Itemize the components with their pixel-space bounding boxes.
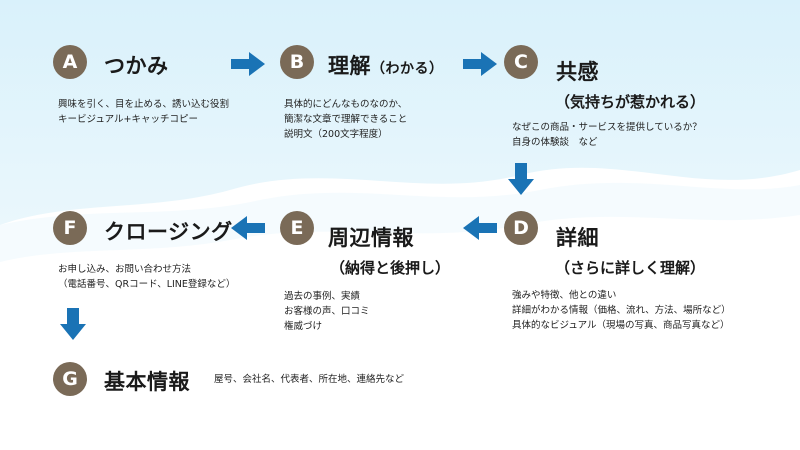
step-e-badge: E bbox=[280, 211, 314, 245]
arrow-down-icon bbox=[60, 308, 86, 340]
step-c-description-line: なぜこの商品・サービスを提供しているか？ bbox=[512, 122, 702, 133]
step-e-description-line: 権威づけ bbox=[284, 321, 323, 332]
step-e-description-line: 過去の事例、実績 bbox=[284, 291, 361, 302]
step-b-title: 理解（わかる） bbox=[328, 50, 444, 80]
step-e-title: 周辺情報 bbox=[328, 226, 414, 250]
step-a-description-line: キービジュアル+キャッチコピー bbox=[58, 114, 199, 125]
arrow-left-icon bbox=[463, 216, 497, 240]
step-b-title-main: 理解 bbox=[328, 54, 371, 78]
step-a-badge: A bbox=[53, 45, 87, 79]
arrow-down-icon bbox=[508, 163, 534, 195]
arrow-right-icon bbox=[231, 52, 265, 76]
step-a-description-line: 興味を引く、目を止める、誘い込む役割 bbox=[58, 99, 230, 110]
step-e-description-line: お客様の声、口コミ bbox=[284, 306, 370, 317]
step-d-title: 詳細 bbox=[556, 226, 599, 250]
step-b-description-line: 説明文（200文字程度） bbox=[284, 129, 388, 140]
step-d-description: 強みや特徴、他との違い 詳細がわかる情報（価格、流れ、方法、場所など） 具体的な… bbox=[512, 288, 731, 333]
step-f-description-line: （電話番号、QRコード、LINE登録など） bbox=[58, 279, 236, 290]
step-g-description: 屋号、会社名、代表者、所在地、連絡先など bbox=[214, 372, 404, 387]
step-b-badge: B bbox=[280, 45, 314, 79]
step-f-badge: F bbox=[53, 211, 87, 245]
step-g-badge: G bbox=[53, 362, 87, 396]
step-b-description: 具体的にどんなものなのか、 簡潔な文章で理解できること 説明文（200文字程度） bbox=[284, 97, 407, 142]
step-e-subtitle: （納得と後押し） bbox=[330, 259, 451, 277]
step-d-description-line: 強みや特徴、他との違い bbox=[512, 290, 617, 301]
step-c-subtitle: （気持ちが惹かれる） bbox=[555, 93, 706, 111]
step-d-description-line: 詳細がわかる情報（価格、流れ、方法、場所など） bbox=[512, 305, 731, 316]
step-g-description-line: 屋号、会社名、代表者、所在地、連絡先など bbox=[214, 374, 405, 385]
step-c-description: なぜこの商品・サービスを提供しているか？ 自身の体験談 など bbox=[512, 120, 702, 150]
step-f-description: お申し込み、お問い合わせ方法 （電話番号、QRコード、LINE登録など） bbox=[58, 262, 235, 292]
step-f-description-line: お申し込み、お問い合わせ方法 bbox=[58, 264, 192, 275]
step-d-description-line: 具体的なビジュアル（現場の写真、商品写真など） bbox=[512, 320, 730, 331]
step-b-description-line: 具体的にどんなものなのか、 bbox=[284, 99, 408, 110]
step-c-badge: C bbox=[504, 45, 538, 79]
step-d-badge: D bbox=[504, 211, 538, 245]
step-b-description-line: 簡潔な文章で理解できること bbox=[284, 114, 408, 125]
step-g-title: 基本情報 bbox=[104, 370, 190, 394]
step-a-title: つかみ bbox=[104, 54, 169, 78]
step-c-description-line: 自身の体験談 など bbox=[512, 137, 598, 148]
step-c-title: 共感 bbox=[556, 60, 599, 84]
step-e-description: 過去の事例、実績 お客様の声、口コミ 権威づけ bbox=[284, 289, 370, 334]
arrow-left-icon bbox=[231, 216, 265, 240]
step-d-subtitle: （さらに詳しく理解） bbox=[555, 259, 706, 277]
step-a-description: 興味を引く、目を止める、誘い込む役割 キービジュアル+キャッチコピー bbox=[58, 97, 229, 127]
step-f-title: クロージング bbox=[104, 220, 233, 244]
step-b-title-suffix: （わかる） bbox=[371, 61, 444, 77]
arrow-right-icon bbox=[463, 52, 497, 76]
